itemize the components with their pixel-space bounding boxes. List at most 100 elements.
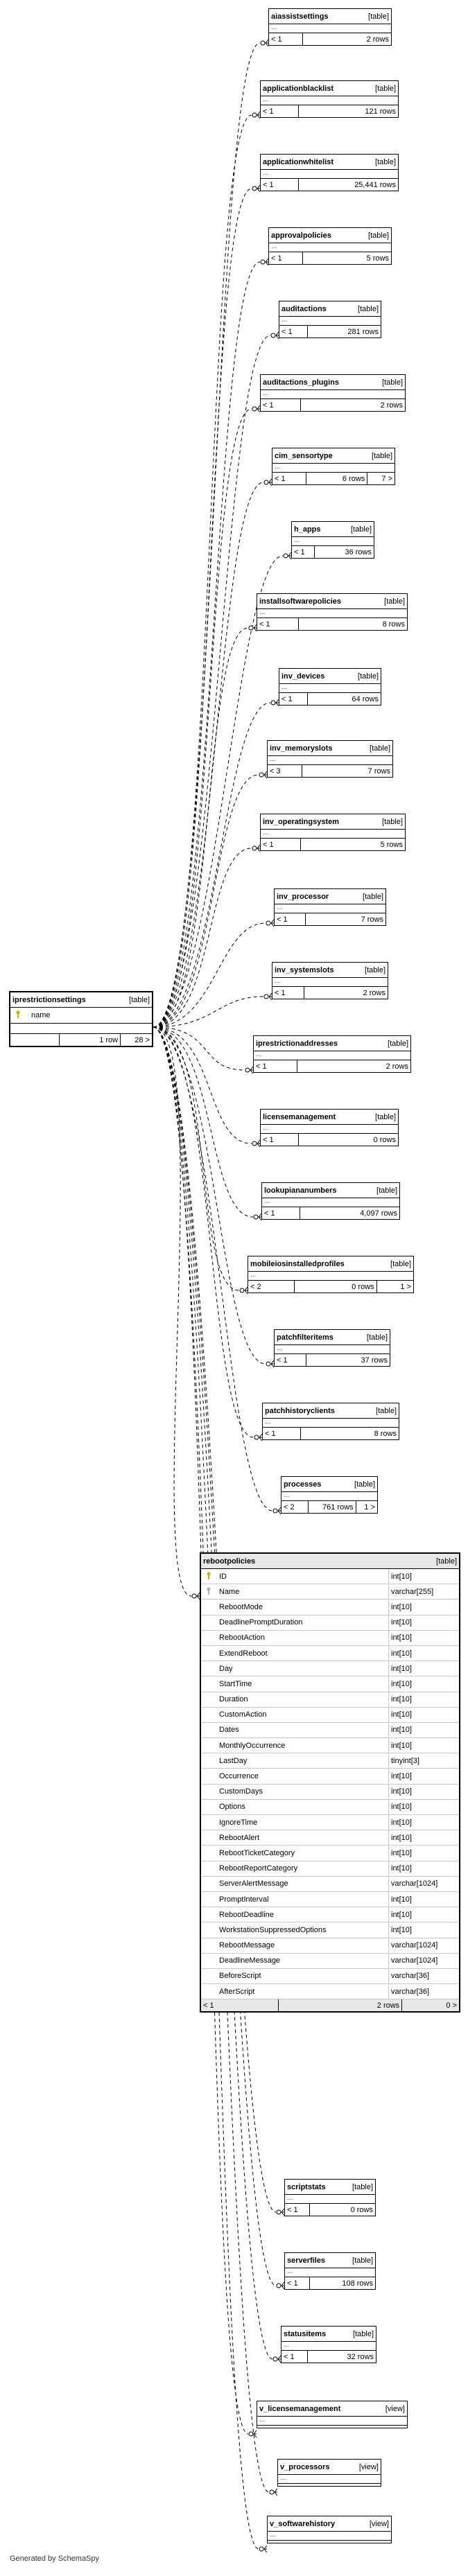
child-count[interactable]: 7 >	[381, 474, 392, 483]
table-name[interactable]: inv_operatingsystem	[263, 817, 340, 826]
table-name[interactable]: auditactions	[281, 304, 327, 313]
parent-count[interactable]: < 1	[275, 1354, 307, 1366]
parent-count[interactable]: < 1	[272, 473, 307, 484]
parent-count[interactable]: < 3	[268, 765, 303, 777]
table-name[interactable]: approvalpolicies	[271, 231, 331, 240]
parent-count[interactable]: < 1	[261, 105, 300, 117]
column-ellipsis: ...	[281, 2342, 376, 2351]
table-name[interactable]: inv_systemslots	[275, 965, 334, 974]
table-name[interactable]: inv_memoryslots	[270, 744, 333, 753]
parent-count[interactable]: < 1	[269, 33, 304, 45]
parent-count[interactable]: < 1	[261, 399, 302, 411]
table-name[interactable]: rebootpolicies	[203, 1557, 256, 1566]
table-name[interactable]: scriptstats	[287, 2182, 326, 2191]
table-name[interactable]: h_apps	[294, 525, 321, 534]
table-name[interactable]: v_licensemanagement	[259, 2404, 341, 2413]
child-count[interactable]: 1 >	[400, 1282, 411, 1291]
parent-count[interactable]: < 2	[281, 1501, 309, 1513]
column-label: ServerAlertMessage	[219, 1880, 288, 1889]
child-count[interactable]: 0 >	[446, 2001, 457, 2010]
table-name[interactable]: auditactions_plugins	[263, 378, 340, 387]
table-header: rebootpolicies[table]	[201, 1554, 459, 1569]
table-header: inv_memoryslots[table]	[268, 741, 392, 756]
table-name[interactable]: inv_devices	[281, 672, 325, 681]
column-ellipsis: ...	[268, 2532, 391, 2541]
child-count[interactable]: 28 >	[135, 1035, 150, 1044]
parent-count[interactable]: < 1	[281, 2351, 309, 2363]
table-v-licensemanagement[interactable]: v_licensemanagement[view]...	[257, 2401, 408, 2428]
parent-count[interactable]: < 2	[248, 1281, 295, 1293]
table-name[interactable]: iprestrictionaddresses	[256, 1039, 338, 1048]
table-name[interactable]: patchfilteritems	[277, 1333, 333, 1342]
table-name[interactable]: mobileiosinstalledprofiles	[250, 1259, 345, 1268]
parent-count[interactable]: < 1	[254, 1060, 298, 1072]
parent-count[interactable]: < 1	[269, 252, 304, 264]
table-name[interactable]: statusitems	[284, 2329, 327, 2338]
parent-count[interactable]: < 1	[262, 1207, 301, 1219]
column-ellipsis: ...	[285, 2195, 375, 2204]
parent-count[interactable]: < 1	[279, 326, 308, 338]
parent-count[interactable]: < 1	[261, 839, 302, 850]
parent-count[interactable]: < 1	[261, 179, 300, 191]
parent-count[interactable]: < 1	[261, 1134, 300, 1146]
table-name[interactable]: serverfiles	[287, 2256, 326, 2265]
column-row: name	[10, 1008, 152, 1024]
relationship-line-auditactions-plugins	[153, 405, 261, 1028]
parent-count[interactable]: < 1	[285, 2277, 311, 2289]
parent-count[interactable]: < 1	[285, 2204, 311, 2216]
parent-count[interactable]: < 1	[279, 693, 308, 705]
table-name[interactable]: lookupiananumbers	[264, 1186, 337, 1195]
parent-count[interactable]: < 1	[263, 1428, 301, 1439]
table-name[interactable]: v_processors	[280, 2462, 330, 2471]
table-name[interactable]: cim_sensortype	[275, 451, 333, 460]
table-name[interactable]: installsoftwarepolicies	[259, 597, 341, 606]
child-count[interactable]: 1 >	[364, 1502, 375, 1512]
parent-count[interactable]: < 1	[292, 546, 315, 558]
table-name[interactable]: iprestrictionsettings	[12, 995, 86, 1004]
table-name[interactable]: applicationwhitelist	[263, 157, 334, 166]
table-name[interactable]: licensemanagement	[263, 1112, 336, 1121]
row-count: 32 rows	[347, 2352, 374, 2361]
table-name[interactable]: aiassistsettings	[271, 12, 329, 21]
table-v-processors[interactable]: v_processors[view]...	[277, 2459, 381, 2487]
parent-count[interactable]: < 1	[201, 1999, 279, 2012]
table-name[interactable]: applicationblacklist	[263, 84, 334, 93]
table-name[interactable]: patchhistoryclients	[265, 1406, 335, 1415]
parent-count[interactable]: < 1	[272, 987, 305, 999]
column-label: WorkstationSuppressedOptions	[219, 1925, 327, 1934]
table-name[interactable]: v_softwarehistory	[270, 2519, 336, 2528]
parent-count[interactable]: < 1	[257, 618, 300, 630]
parent-count[interactable]: < 1	[275, 913, 306, 925]
table-name[interactable]: processes	[284, 1480, 322, 1489]
table-v-softwarehistory[interactable]: v_softwarehistory[view]...	[267, 2516, 392, 2543]
table-name[interactable]: inv_processor	[277, 892, 329, 901]
